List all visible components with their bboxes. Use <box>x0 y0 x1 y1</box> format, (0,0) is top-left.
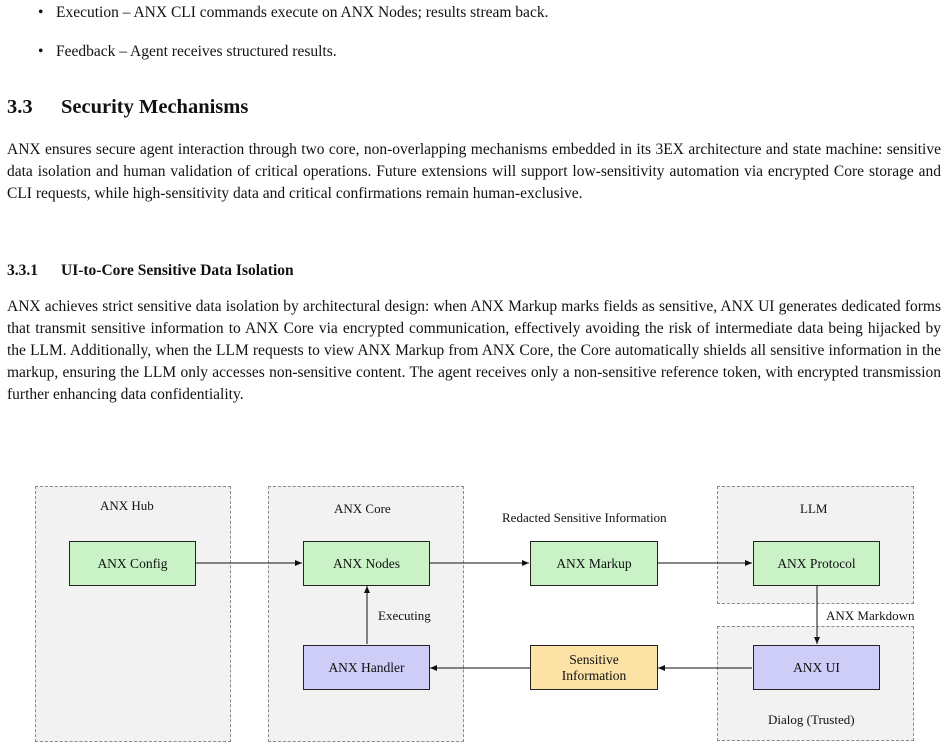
node-anx-config: ANX Config <box>69 541 196 586</box>
region-anx-hub <box>35 486 231 742</box>
region-label-dialog: Dialog (Trusted) <box>768 712 855 727</box>
subsection-number: 3.3.1 <box>7 262 38 279</box>
node-anx-nodes: ANX Nodes <box>303 541 430 586</box>
section-title: Security Mechanisms <box>61 96 249 118</box>
edge-label-executing: Executing <box>378 608 431 623</box>
section-heading: 3.3 Security Mechanisms <box>7 96 248 119</box>
architecture-diagram: ANX Hub ANX Core LLM Dialog (Trusted) AN… <box>0 480 948 748</box>
diagram-arrows <box>195 560 820 671</box>
bullet-item-execution: Execution – ANX CLI commands execute on … <box>36 2 936 24</box>
node-sensitive-information: Sensitive Information <box>530 645 658 690</box>
subsection-heading: 3.3.1 UI-to-Core Sensitive Data Isolation <box>7 262 294 280</box>
bullet-list: Execution – ANX CLI commands execute on … <box>36 2 936 63</box>
region-anx-core <box>268 486 464 742</box>
region-label-hub: ANX Hub <box>100 498 154 513</box>
node-anx-ui: ANX UI <box>753 645 880 690</box>
bullet-item-feedback: Feedback – Agent receives structured res… <box>36 41 936 63</box>
edge-label-redacted: Redacted Sensitive Information <box>502 510 667 525</box>
section-number: 3.3 <box>7 96 33 118</box>
node-anx-protocol: ANX Protocol <box>753 541 880 586</box>
edge-label-markdown: ANX Markdown <box>826 608 915 623</box>
subsection-paragraph: ANX achieves strict sensitive data isola… <box>7 298 941 403</box>
region-label-llm: LLM <box>800 501 828 516</box>
region-label-core: ANX Core <box>334 501 391 516</box>
subsection-title: UI-to-Core Sensitive Data Isolation <box>61 262 294 279</box>
section-paragraph: ANX ensures secure agent interaction thr… <box>7 141 941 202</box>
node-anx-markup: ANX Markup <box>530 541 658 586</box>
node-anx-handler: ANX Handler <box>303 645 430 690</box>
